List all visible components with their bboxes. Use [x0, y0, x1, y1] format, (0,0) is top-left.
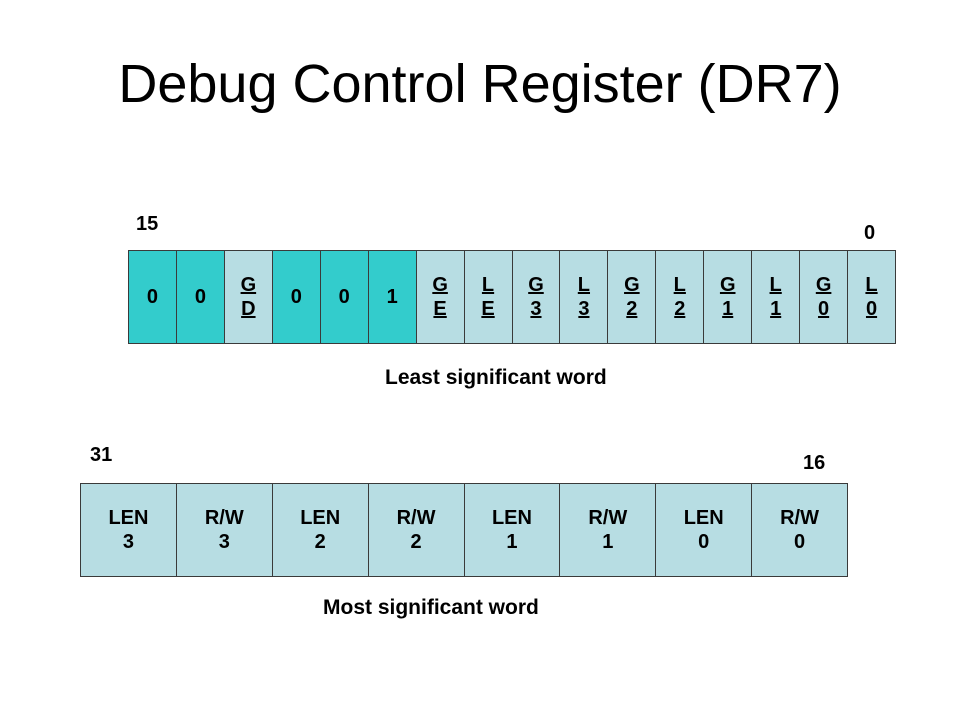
msw-field-cell-line2: 1	[602, 531, 614, 553]
msw-field-cell-line2: 3	[122, 531, 134, 553]
lsw-bit-cell-line1: 0	[194, 286, 206, 308]
msw-field-cell-line2: 2	[314, 531, 326, 553]
lsw-bit-cell: 0	[271, 250, 321, 344]
msw-field-cell-line1: R/W	[204, 507, 244, 529]
msw-field-cell-line2: 2	[410, 531, 422, 553]
lsw-bit-cell-line1: L	[769, 274, 782, 296]
lsw-bit-cell-line1: L	[481, 274, 495, 296]
page-title: Debug Control Register (DR7)	[118, 54, 842, 114]
lsw-bit-cell-line1: G	[432, 274, 448, 296]
msw-field-cell-line1: LEN	[108, 507, 149, 529]
lsw-bit-cell-line2: 1	[770, 298, 782, 320]
lsw-bit-cell-line1: L	[577, 274, 591, 296]
lsw-bit-cell-line2: 0	[865, 298, 878, 320]
msw-field-cell-line1: LEN	[491, 507, 532, 529]
lsw-bit-cell-line2: E	[433, 298, 447, 320]
lsw-bit-cell-line1: G	[815, 274, 832, 296]
msw-field-cell-line2: 0	[793, 531, 806, 553]
lsw-bit-cell-line2: 2	[626, 298, 638, 320]
lsw-bit-cell-line1: 0	[290, 286, 302, 308]
lsw-bit-cell-line2: 2	[674, 298, 686, 320]
msw-field-cell-line1: R/W	[396, 507, 436, 529]
lsw-bit-cell: 0	[128, 250, 177, 344]
lsw-bit-cell-line2: E	[481, 298, 495, 320]
lsw-bit-cell-line1: G	[528, 274, 544, 296]
lsw-bit-cell-line1: G	[624, 274, 640, 296]
lsw-bit-cell-line1: 1	[386, 286, 398, 308]
lsw-bit-cell-line1: 0	[146, 286, 159, 308]
lsw-bit-cell-line2: 3	[578, 298, 590, 320]
lsw-bit-cell-line1: G	[719, 274, 736, 296]
lsw-bit-cell: 0	[319, 250, 369, 344]
lsw-high-bit-label: 15	[136, 213, 159, 235]
msw-field-cell-line2: 3	[218, 531, 230, 553]
lsw-bit-cell: 1	[367, 250, 417, 344]
msw-field-cell-line1: LEN	[300, 507, 341, 529]
msw-field-cell-line2: 0	[698, 531, 710, 553]
lsw-bit-cell-line1: 0	[338, 286, 350, 308]
lsw-bit-cell-line2: 3	[530, 298, 542, 320]
lsw-low-bit-label: 0	[864, 222, 876, 244]
msw-low-bit-label: 16	[803, 452, 826, 474]
msw-high-bit-label: 31	[90, 444, 113, 466]
lsw-bit-cell-line2: 1	[722, 298, 734, 320]
lsw-bit-cell-line1: L	[865, 274, 878, 296]
lsw-bit-cell-line2: D	[241, 298, 256, 320]
lsw-caption: Least significant word	[385, 366, 607, 389]
lsw-bit-cell-line1: L	[673, 274, 686, 296]
msw-caption: Most significant word	[323, 596, 539, 619]
msw-field-cell-line1: R/W	[588, 507, 628, 529]
msw-field-cell-line1: LEN	[683, 507, 724, 529]
msw-field-cell-line1: R/W	[780, 507, 819, 529]
lsw-bit-cell-line2: 0	[818, 298, 830, 320]
msw-field-cell-line2: 1	[506, 531, 518, 553]
lsw-bit-cell: 0	[175, 250, 225, 344]
lsw-bit-cell-line1: G	[240, 274, 257, 296]
